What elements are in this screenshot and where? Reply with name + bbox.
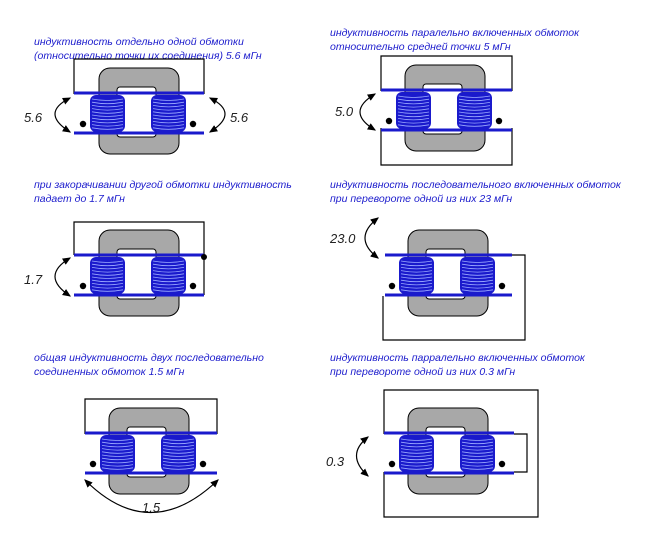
transformer <box>385 229 512 317</box>
coil <box>90 257 125 294</box>
arc-arrow <box>359 93 377 131</box>
coil <box>151 257 186 294</box>
arc-arrow <box>364 217 379 259</box>
coil <box>460 257 495 294</box>
polarity-dot <box>189 282 197 290</box>
coil <box>399 257 434 294</box>
arc-arrow <box>54 97 72 133</box>
arc-arrow <box>54 257 72 297</box>
polarity-dot <box>199 460 207 468</box>
polarity-dot <box>89 460 97 468</box>
transformer <box>384 407 514 495</box>
junction-dots <box>201 254 207 260</box>
polarity-dot <box>495 117 503 125</box>
arc-arrow <box>208 97 226 133</box>
coil <box>151 95 186 132</box>
caption-1-line-1: индуктивность отдельно одной обмотки <box>34 36 244 48</box>
value-label: 0.3 <box>326 454 345 469</box>
caption-6-line-1: индуктивность парралельно включенных обм… <box>330 352 586 364</box>
caption-4-line-2: при перевороте одной из них 23 мГн <box>330 193 512 205</box>
caption-2-line-1: индуктивность паралельно включенных обмо… <box>330 27 580 39</box>
coil <box>396 92 431 129</box>
polarity-dot <box>385 117 393 125</box>
caption-4-line-1: индуктивность последовательного включенн… <box>330 179 622 191</box>
value-label: 1.7 <box>24 272 43 287</box>
polarity-dot <box>388 460 396 468</box>
polarity-dot <box>388 282 396 290</box>
value-label: 23.0 <box>329 231 356 246</box>
coil <box>460 435 495 472</box>
polarity-dot <box>189 120 197 128</box>
coil <box>161 435 196 472</box>
polarity-dot <box>79 120 87 128</box>
polarity-dot <box>498 282 506 290</box>
arc-arrow <box>355 436 369 477</box>
caption-5-line-1: общая индуктивность двух последовательно <box>34 352 264 364</box>
transformer <box>74 67 204 155</box>
value-label: 5.6 <box>24 110 43 125</box>
caption-3-line-2: падает до 1.7 мГн <box>34 193 125 205</box>
polarity-dot <box>498 460 506 468</box>
value-label: 5.0 <box>335 104 354 119</box>
arc-arrow <box>84 479 219 513</box>
caption-3-line-1: при закорачивании другой обмотки индукти… <box>34 179 292 191</box>
wiring <box>73 55 539 518</box>
polarity-dot <box>79 282 87 290</box>
transformer <box>381 64 512 152</box>
caption-1-line-2: (относительно точки их соединения) 5.6 м… <box>34 50 262 62</box>
coil <box>100 435 135 472</box>
coil <box>457 92 492 129</box>
coil <box>90 95 125 132</box>
caption-5-line-2: соединенных обмоток 1.5 мГн <box>34 366 185 378</box>
transformer <box>74 229 204 317</box>
value-label: 5.6 <box>230 110 249 125</box>
caption-2-line-2: относительно средней точки 5 мГн <box>330 41 511 53</box>
caption-6-line-2: при перевороте одной из них 0.3 мГн <box>330 366 515 378</box>
transformer <box>85 407 217 495</box>
coil <box>399 435 434 472</box>
value-label: 1.5 <box>142 500 161 515</box>
